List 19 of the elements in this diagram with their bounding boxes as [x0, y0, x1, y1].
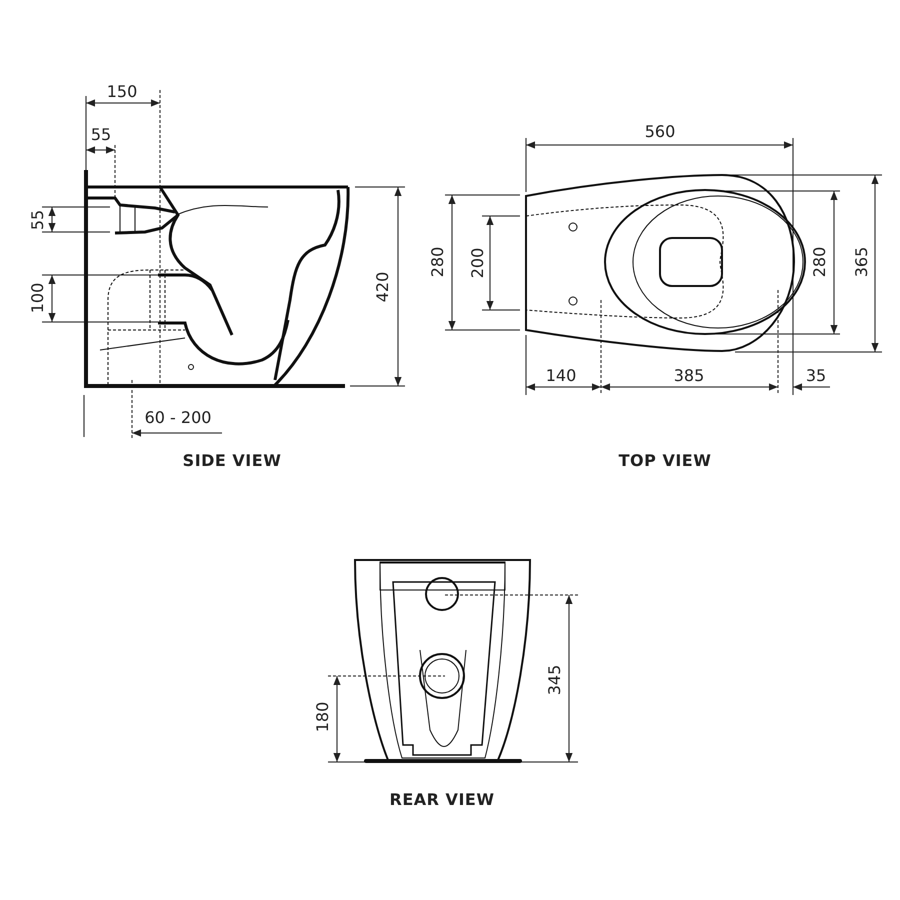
dimension-label: 60 - 200	[144, 410, 212, 426]
view-title: TOP VIEW	[618, 453, 712, 469]
dimension-label: 280	[812, 246, 828, 278]
dimension-label: 385	[674, 368, 704, 384]
dimension-label: 200	[470, 248, 486, 278]
dimension-label: 150	[106, 84, 138, 100]
view-title: SIDE VIEW	[182, 453, 282, 469]
dimension-label: 420	[375, 272, 391, 302]
view-title: REAR VIEW	[390, 792, 494, 808]
dimension-label: 345	[547, 664, 563, 696]
dimension-label: 100	[30, 282, 46, 314]
dimension-label: 55	[90, 127, 112, 143]
dimension-label: 35	[806, 368, 826, 384]
dimension-label: 180	[315, 702, 331, 732]
dimension-label: 140	[546, 368, 576, 384]
dimension-label: 55	[30, 210, 46, 230]
dimension-label: 365	[854, 246, 870, 278]
dimension-label: 280	[430, 246, 446, 278]
dimension-label: 560	[644, 124, 676, 140]
